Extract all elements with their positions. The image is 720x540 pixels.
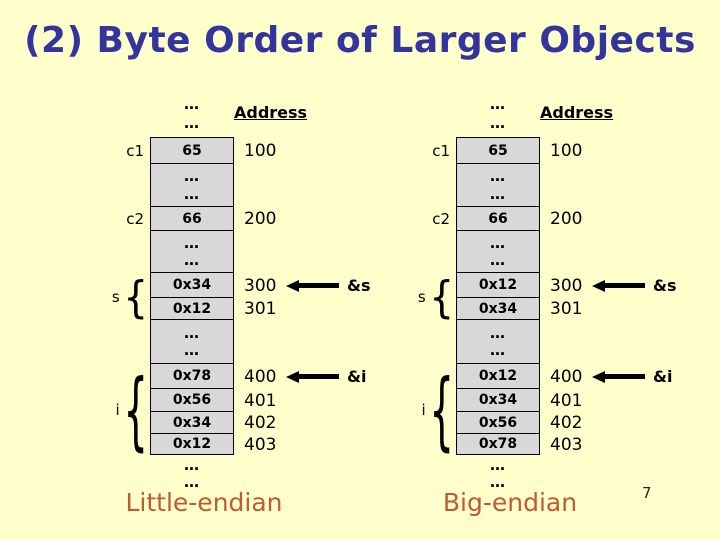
- address-column-header: Address: [234, 103, 308, 122]
- ellipsis: …: [184, 95, 200, 113]
- address-column-header: Address: [540, 103, 614, 122]
- ellipsis: …: [490, 95, 506, 113]
- address-value-300: 300: [244, 275, 277, 296]
- var-label-c1: c1: [432, 141, 450, 160]
- var-label-i: i: [115, 400, 120, 419]
- var-label-c2: c2: [432, 210, 450, 228]
- left-arrow-icon: [592, 279, 645, 292]
- curly-brace-icon: {: [428, 359, 454, 460]
- pointer-s: &s: [286, 273, 406, 298]
- memory-gap: … …: [456, 320, 540, 364]
- memory-cell-i-byte3: 0x12: [150, 434, 234, 455]
- page-number: 7: [642, 484, 652, 502]
- pointer-s-label: &s: [347, 276, 371, 295]
- ellipsis: …: [184, 473, 200, 491]
- var-label-s: s: [417, 287, 426, 306]
- pointer-s-label: &s: [653, 276, 677, 295]
- ellipsis: …: [184, 323, 200, 342]
- ellipsis: …: [184, 184, 200, 203]
- address-value-402: 402: [244, 413, 277, 433]
- memory-dots-top: … …: [150, 95, 234, 137]
- ellipsis: …: [490, 167, 506, 186]
- slide-title: (2) Byte Order of Larger Objects: [24, 20, 696, 61]
- address-value-100: 100: [550, 140, 583, 161]
- var-label-i: i: [421, 400, 426, 419]
- memory-dots-bottom: … …: [456, 455, 540, 491]
- pointer-i-label: &i: [347, 367, 367, 386]
- address-value-100: 100: [244, 140, 277, 161]
- ellipsis: …: [490, 114, 506, 132]
- ellipsis: …: [184, 341, 200, 360]
- memory-cell-i-byte1: 0x34: [456, 389, 540, 412]
- address-value-402: 402: [550, 413, 583, 433]
- memory-cell-s-byte1: 0x12: [150, 298, 234, 320]
- memory-dots-bottom: … …: [150, 455, 234, 491]
- memory-cell-s-byte0: 0x12: [456, 273, 540, 298]
- address-value-400: 400: [550, 366, 583, 387]
- ellipsis: …: [184, 114, 200, 132]
- ellipsis: …: [490, 341, 506, 360]
- var-label-c1: c1: [126, 141, 144, 160]
- var-group-i: i {: [418, 364, 456, 455]
- ellipsis: …: [184, 251, 200, 269]
- ellipsis: …: [490, 456, 506, 474]
- address-value-200: 200: [244, 209, 277, 229]
- address-value-400: 400: [244, 366, 277, 387]
- memory-cell-c2: 66: [456, 207, 540, 231]
- diagram-caption-big-endian: Big-endian: [442, 488, 578, 517]
- memory-diagram-big-endian: … … Address c1 65 100 … … c2 66 200 … … …: [418, 95, 712, 518]
- curly-brace-icon: {: [122, 359, 148, 460]
- ellipsis: …: [490, 251, 506, 269]
- pointer-i-label: &i: [653, 367, 673, 386]
- memory-cell-c1: 65: [456, 137, 540, 164]
- memory-cell-i-byte0: 0x12: [456, 364, 540, 389]
- address-value-300: 300: [550, 275, 583, 296]
- memory-cell-s-byte0: 0x34: [150, 273, 234, 298]
- address-value-401: 401: [550, 390, 583, 411]
- memory-cell-s-byte1: 0x34: [456, 298, 540, 320]
- diagram-caption-little-endian: Little-endian: [125, 488, 283, 517]
- memory-gap: … …: [456, 164, 540, 207]
- curly-brace-icon: {: [122, 270, 148, 323]
- address-value-403: 403: [550, 434, 583, 455]
- memory-gap: … …: [150, 164, 234, 207]
- var-group-s: s {: [418, 273, 456, 320]
- pointer-s: &s: [592, 273, 712, 298]
- memory-gap: … …: [456, 231, 540, 273]
- memory-cell-i-byte3: 0x78: [456, 434, 540, 455]
- memory-gap: … …: [150, 320, 234, 364]
- memory-gap: … …: [150, 231, 234, 273]
- ellipsis: …: [490, 473, 506, 491]
- memory-cell-i-byte0: 0x78: [150, 364, 234, 389]
- var-group-i: i {: [112, 364, 150, 455]
- memory-dots-top: … …: [456, 95, 540, 137]
- memory-cell-c2: 66: [150, 207, 234, 231]
- ellipsis: …: [184, 456, 200, 474]
- address-value-200: 200: [550, 209, 583, 229]
- address-value-301: 301: [550, 299, 583, 319]
- address-value-301: 301: [244, 299, 277, 319]
- ellipsis: …: [184, 167, 200, 186]
- left-arrow-icon: [592, 370, 645, 383]
- memory-cell-i-byte1: 0x56: [150, 389, 234, 412]
- address-value-403: 403: [244, 434, 277, 455]
- memory-cell-i-byte2: 0x34: [150, 412, 234, 434]
- var-group-s: s {: [112, 273, 150, 320]
- left-arrow-icon: [286, 370, 339, 383]
- pointer-i: &i: [592, 364, 712, 389]
- left-arrow-icon: [286, 279, 339, 292]
- ellipsis: …: [490, 234, 506, 252]
- ellipsis: …: [490, 323, 506, 342]
- var-label-c2: c2: [126, 210, 144, 228]
- pointer-i: &i: [286, 364, 406, 389]
- memory-diagram-little-endian: … … Address c1 65 100 … … c2 66 200 … … …: [112, 95, 406, 518]
- ellipsis: …: [184, 234, 200, 252]
- curly-brace-icon: {: [428, 270, 454, 323]
- var-label-s: s: [111, 287, 120, 306]
- address-value-401: 401: [244, 390, 277, 411]
- ellipsis: …: [490, 184, 506, 203]
- memory-cell-c1: 65: [150, 137, 234, 164]
- memory-cell-i-byte2: 0x56: [456, 412, 540, 434]
